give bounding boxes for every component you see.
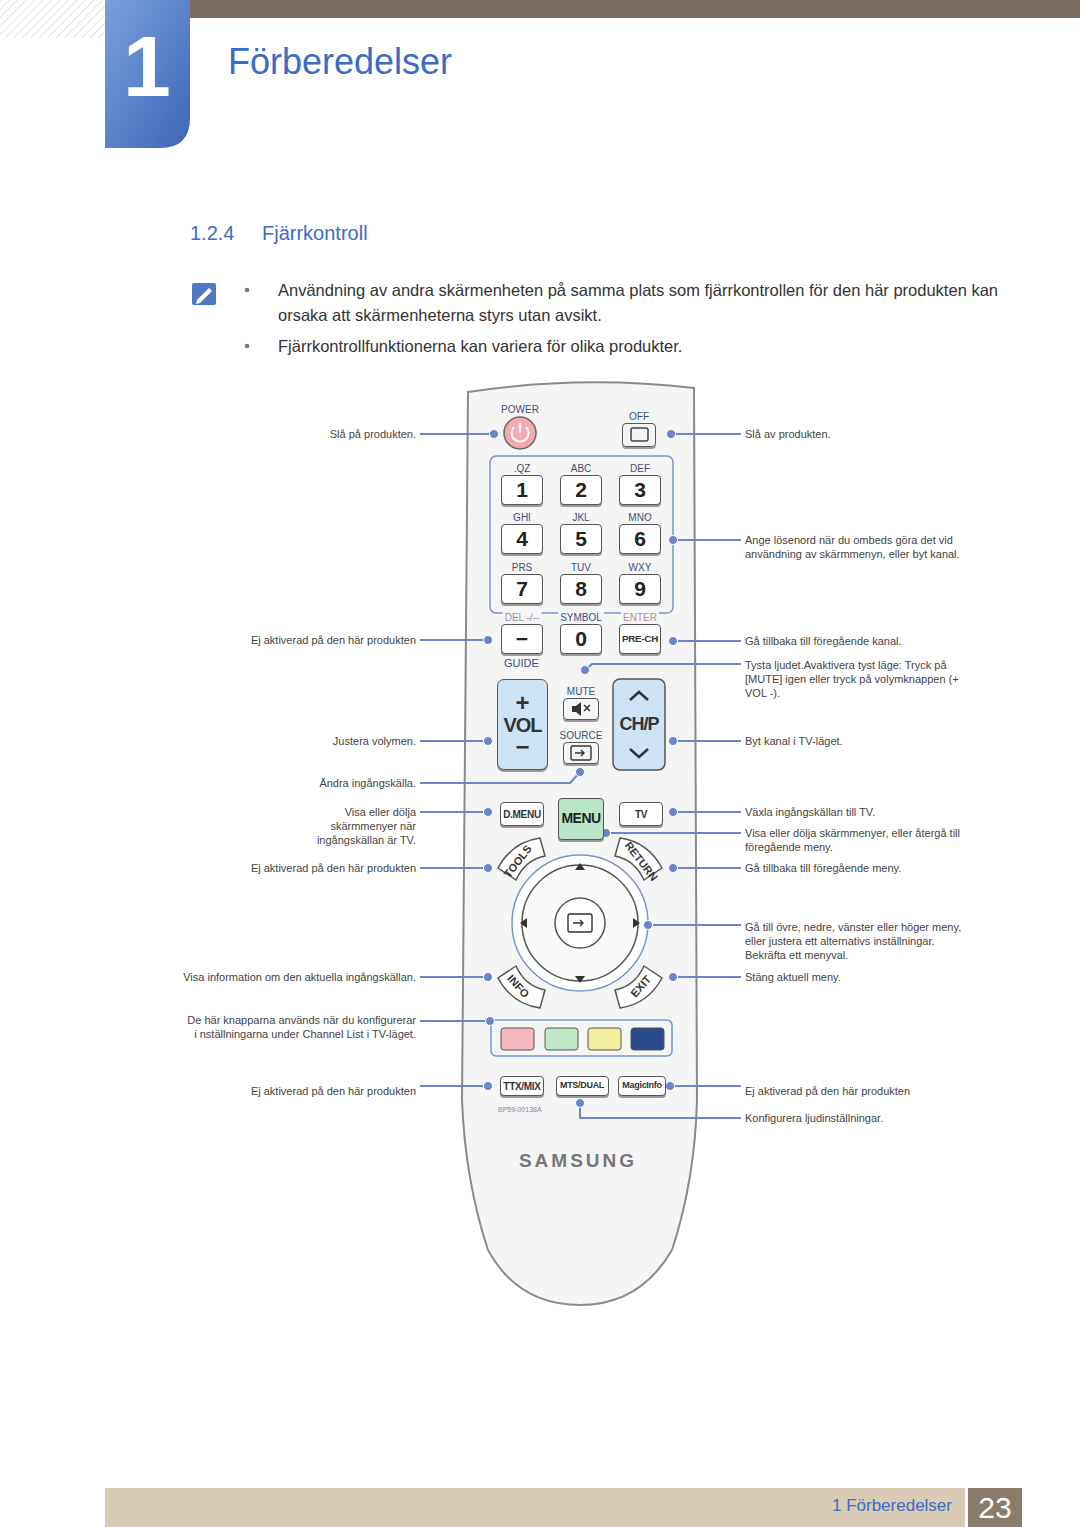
callout-text: Ej aktiverad på den här produkten bbox=[186, 633, 416, 647]
callout-text: Slå av produkten. bbox=[745, 427, 970, 441]
footer-text: 1 Förberedelser bbox=[652, 1495, 952, 1517]
dash-button: DEL -/--− bbox=[501, 624, 543, 654]
section-number: 1.2.4 bbox=[190, 221, 234, 245]
button-text: 1 bbox=[516, 478, 528, 501]
menu-button: MENU bbox=[558, 798, 604, 840]
number-button: ABC2 bbox=[560, 475, 602, 505]
callout-text: Konfigurera ljudinställningar. bbox=[745, 1111, 970, 1125]
ttx-button: TTX/MIX bbox=[500, 1076, 544, 1096]
button-text: PRE-CH bbox=[622, 634, 658, 645]
off-button: OFF bbox=[622, 423, 656, 447]
button-text: MTS/DUAL bbox=[560, 1081, 604, 1091]
button-label: GUIDE bbox=[504, 657, 539, 670]
button-text: − bbox=[515, 735, 529, 759]
callout-text: Visa eller dölja skärmmenyer när ingångs… bbox=[276, 805, 416, 847]
note-text: Fjärrkontrollfunktionerna kan variera fö… bbox=[278, 334, 1008, 359]
power-button: POWER bbox=[504, 417, 536, 449]
button-heading: SOURCE bbox=[558, 730, 605, 742]
tv-button: TV bbox=[619, 802, 663, 826]
volume-rocker: +VOL− bbox=[497, 679, 548, 770]
mts-button: MTS/DUAL bbox=[556, 1076, 609, 1096]
button-text: TV bbox=[635, 809, 647, 820]
button-heading: DEL -/-- bbox=[503, 612, 542, 624]
button-text: 5 bbox=[575, 527, 587, 550]
model-number: BP59-00138A bbox=[498, 1105, 542, 1114]
number-button: PRS7 bbox=[501, 574, 543, 604]
callout-text: Gå till övre, nedre, vänster eller höger… bbox=[745, 920, 975, 962]
button-heading: MUTE bbox=[565, 686, 597, 698]
callout-text: Gå tillbaka till föregående kanal. bbox=[745, 634, 970, 648]
magicinfo-button: MagicInfo bbox=[618, 1076, 666, 1096]
button-text: VOL bbox=[503, 715, 541, 735]
button-text: 0 bbox=[575, 627, 587, 650]
button-text: MagicInfo bbox=[622, 1081, 661, 1091]
button-heading: ENTER bbox=[621, 612, 659, 624]
callout-text: Visa eller dölja skärmmenyer, eller åter… bbox=[745, 826, 960, 854]
button-heading: JKL bbox=[570, 512, 591, 524]
button-heading: SYMBOL bbox=[558, 612, 604, 624]
callout-text: Växla ingångskällan till TV. bbox=[745, 805, 970, 819]
button-heading: ABC bbox=[569, 463, 594, 475]
note-text: Användning av andra skärmenheten på samm… bbox=[278, 278, 1008, 328]
callout-text: Gå tillbaka till föregående meny. bbox=[745, 861, 970, 875]
button-text: D.MENU bbox=[503, 809, 541, 820]
callout-text: De här knapparna används när du konfigur… bbox=[186, 1013, 416, 1041]
mute-button: MUTE bbox=[563, 698, 599, 720]
button-heading: OFF bbox=[627, 411, 651, 423]
button-text: 8 bbox=[575, 577, 587, 600]
callout-text: Justera volymen. bbox=[196, 734, 416, 748]
button-text: − bbox=[516, 627, 528, 650]
number-button: MNO6 bbox=[619, 524, 661, 554]
button-text: CH/P bbox=[619, 715, 658, 735]
button-heading: MNO bbox=[626, 512, 653, 524]
callout-text: Tysta ljudet.Avaktivera tyst läge: Tryck… bbox=[745, 658, 980, 700]
button-heading: DEF bbox=[628, 463, 652, 475]
button-text: 4 bbox=[516, 527, 528, 550]
button-text: 9 bbox=[634, 577, 646, 600]
button-heading: GHI bbox=[511, 512, 533, 524]
button-heading: .QZ bbox=[512, 463, 533, 475]
dmenu-button: D.MENU bbox=[500, 802, 544, 826]
section-title: Fjärrkontroll bbox=[262, 221, 368, 245]
button-text: 2 bbox=[575, 478, 587, 501]
callout-text: Byt kanal i TV-läget. bbox=[745, 734, 970, 748]
chapter-number: 1 bbox=[105, 22, 190, 110]
button-text: 6 bbox=[634, 527, 646, 550]
number-button: DEF3 bbox=[619, 475, 661, 505]
callout-text: Ange lösenord när du ombeds göra det vid… bbox=[745, 533, 960, 561]
source-button: SOURCE bbox=[563, 742, 599, 764]
chapter-title: Förberedelser bbox=[228, 40, 452, 84]
button-heading: POWER bbox=[499, 404, 541, 416]
button-heading: PRS bbox=[510, 562, 535, 574]
number-button: WXY9 bbox=[619, 574, 661, 604]
brand-logo: SAMSUNG bbox=[498, 1150, 658, 1172]
callout-text: Ej aktiverad på den här produkten bbox=[745, 1084, 970, 1098]
number-button: .QZ1 bbox=[501, 475, 543, 505]
button-text: 7 bbox=[516, 577, 528, 600]
button-heading: TUV bbox=[569, 562, 593, 574]
callout-text: Slå på produkten. bbox=[196, 427, 416, 441]
number-button: GHI4 bbox=[501, 524, 543, 554]
button-text: MENU bbox=[561, 811, 600, 826]
callout-text: Ej aktiverad på den här produkten bbox=[186, 1084, 416, 1098]
page-number: 23 bbox=[968, 1491, 1022, 1525]
number-button: TUV8 bbox=[560, 574, 602, 604]
callout-text: Visa information om den aktuella ingångs… bbox=[166, 970, 416, 984]
number-button: SYMBOL0 bbox=[560, 624, 602, 654]
button-text: 3 bbox=[634, 478, 646, 501]
callout-text: Ändra ingångskälla. bbox=[196, 776, 416, 790]
button-text: + bbox=[515, 691, 529, 715]
prech-button: ENTERPRE-CH bbox=[619, 624, 661, 654]
button-heading: WXY bbox=[627, 562, 654, 574]
channel-rocker: CH/P bbox=[613, 679, 665, 770]
button-text: TTX/MIX bbox=[503, 1081, 540, 1092]
number-button: JKL5 bbox=[560, 524, 602, 554]
callout-text: Ej aktiverad på den här produkten bbox=[186, 861, 416, 875]
callout-text: Stäng aktuell meny. bbox=[745, 970, 970, 984]
